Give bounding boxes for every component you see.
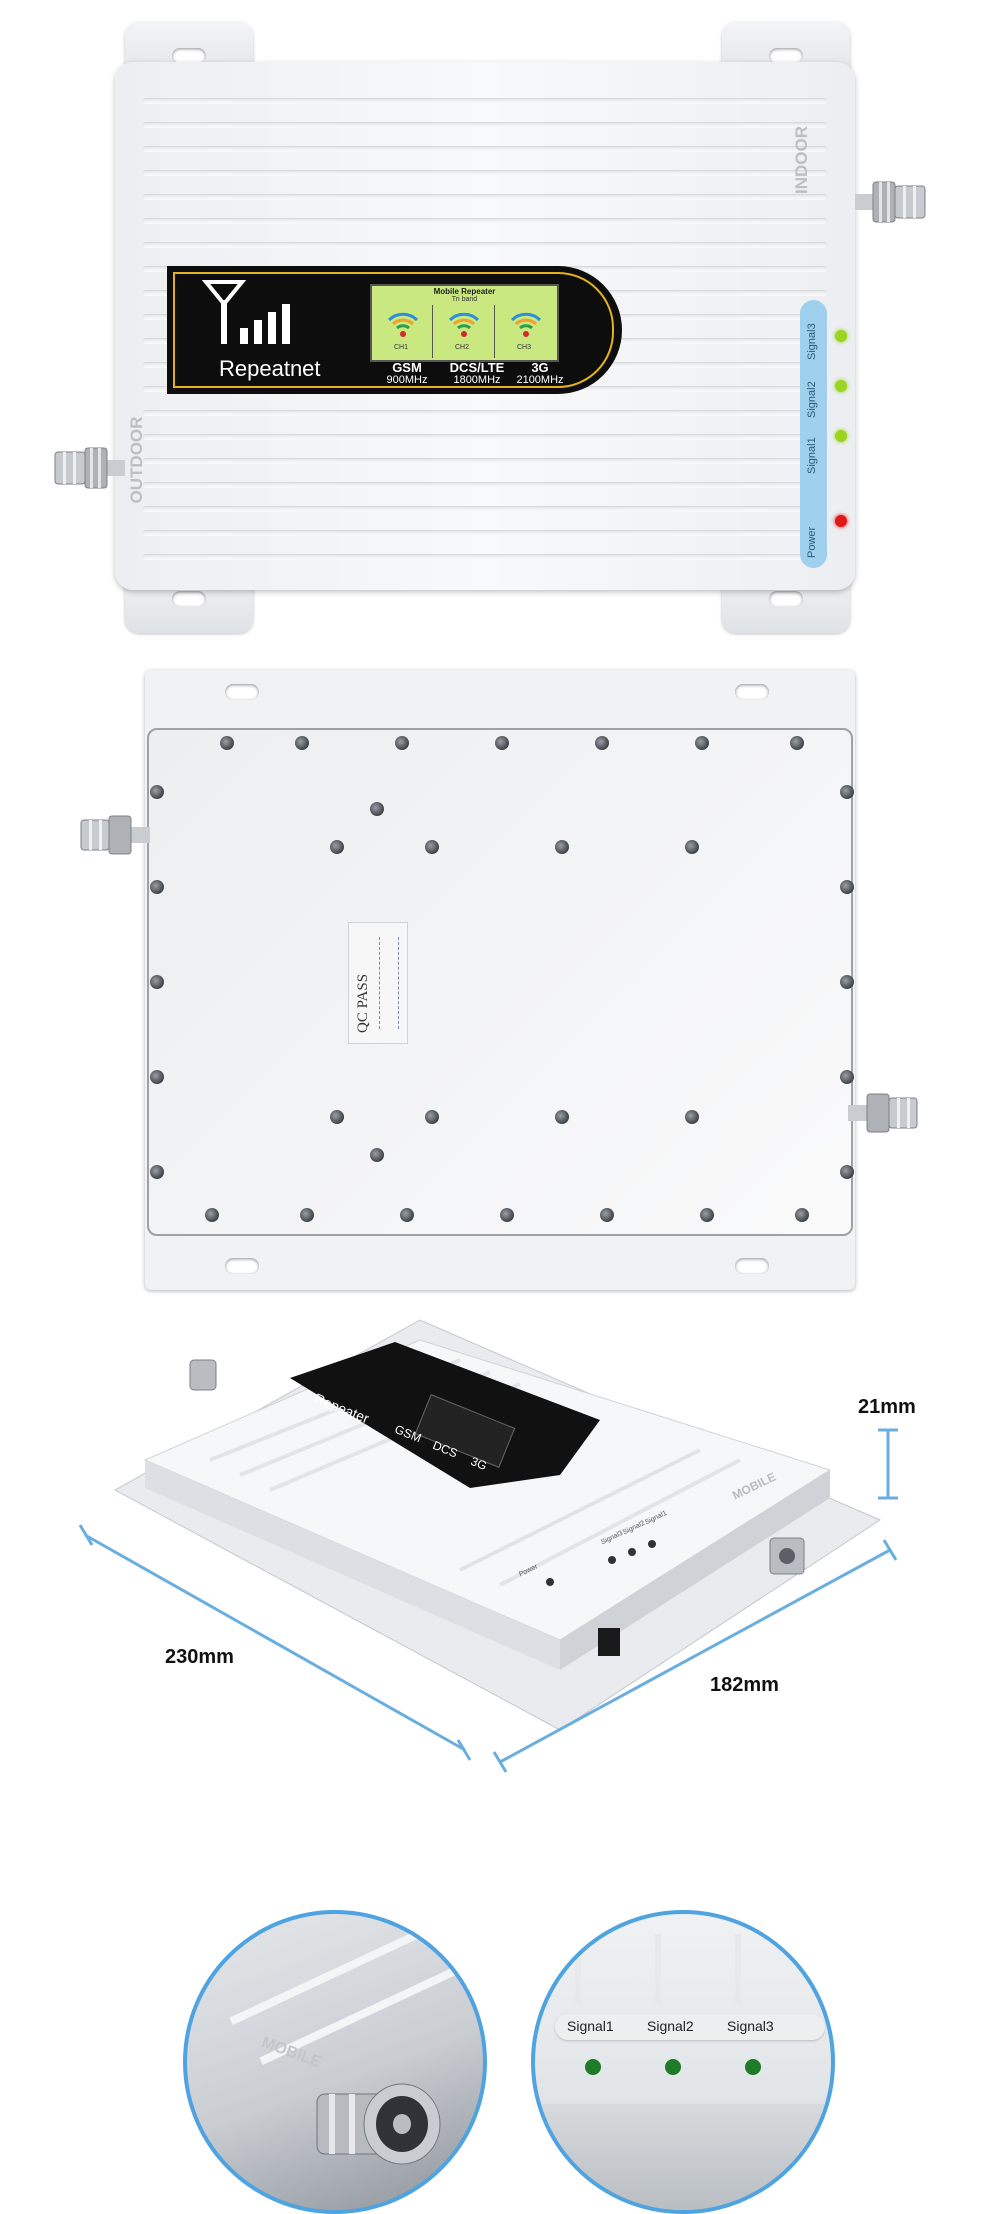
device-top-view: Repeatnet Mobile Repeater Tri band	[0, 0, 1000, 640]
power-led	[835, 515, 847, 527]
closeup-signal2-led	[665, 2059, 681, 2075]
device-bottom-view: QC PASS	[0, 660, 1000, 1300]
band-freq-2: 1800MHz	[453, 374, 501, 386]
dimension-width: 182mm	[710, 1674, 779, 1696]
signal-waves-icon-3	[510, 312, 542, 337]
indicator-panel	[800, 300, 827, 568]
indoor-label: INDOOR	[792, 126, 811, 194]
closeup-label-signal1: Signal1	[567, 2018, 614, 2034]
band-freq-1: 900MHz	[386, 374, 428, 386]
channel-code-2: CH2	[455, 344, 470, 351]
antenna-signal-logo	[202, 280, 290, 344]
closeup-signal1-led	[585, 2059, 601, 2075]
channel-code-3: CH3	[517, 344, 532, 351]
signal-waves-icon-1	[387, 312, 419, 337]
indicator-label-signal3: Signal3	[806, 323, 818, 360]
outdoor-connector	[54, 447, 125, 489]
closeup-mobile-port: MOBILE	[183, 1910, 487, 2214]
signal-waves-icon-2	[448, 312, 480, 337]
dimension-height: 21mm	[858, 1396, 916, 1418]
n-type-connector-closeup	[316, 2083, 441, 2165]
lcd-subheader: Tri band	[451, 296, 478, 303]
dimension-length: 230mm	[165, 1646, 234, 1668]
signal3-led	[835, 330, 847, 342]
signal2-led	[835, 380, 847, 392]
closeup-signal-leds: Signal1 Signal2 Signal3	[531, 1910, 835, 2214]
closeup-label-signal3: Signal3	[727, 2018, 774, 2034]
closeup-label-signal2: Signal2	[647, 2018, 694, 2034]
channel-code-1: CH1	[394, 344, 409, 351]
outdoor-label: OUTDOOR	[127, 416, 146, 504]
brand-name: Repeatnet	[219, 356, 321, 381]
closeup-signal3-led	[745, 2059, 761, 2075]
indicator-label-signal2: Signal2	[806, 381, 818, 418]
qc-pass-text: QC PASS	[355, 973, 371, 1033]
indicator-label-signal1: Signal1	[806, 437, 818, 474]
lcd-screen: Mobile Repeater Tri band	[370, 284, 559, 362]
band-freq-3: 2100MHz	[516, 374, 564, 386]
device-angle-view: Repeater GSM DCS 3G MOBILE Power Signal3…	[0, 1310, 1000, 1790]
bottom-right-connector	[848, 1093, 918, 1133]
lcd-header: Mobile Repeater	[433, 287, 496, 296]
display-panel: Repeatnet Mobile Repeater Tri band	[167, 266, 622, 394]
signal1-led	[835, 430, 847, 442]
band-name-2: DCS/LTE	[449, 360, 505, 375]
band-name-1: GSM	[392, 360, 422, 375]
qc-sticker: QC PASS	[348, 922, 408, 1044]
band-name-3: 3G	[531, 360, 549, 375]
heatsink-cover	[147, 728, 853, 1236]
indoor-connector	[855, 181, 926, 223]
bottom-left-connector	[80, 815, 150, 855]
indicator-label-power: Power	[806, 526, 818, 558]
angled-device-drawing	[78, 1319, 898, 1773]
